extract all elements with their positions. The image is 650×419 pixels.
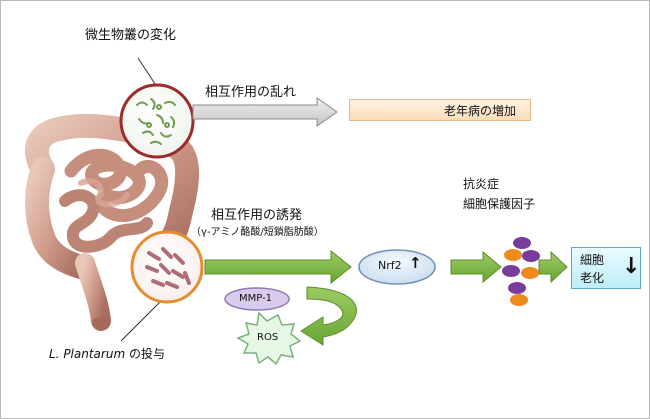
cell-aging-down-arrow-icon: ↓ — [622, 254, 641, 279]
aging-disease-box: 老年病の増加 — [349, 99, 531, 121]
species-name: L. Plantarum — [49, 347, 126, 361]
factors-to-aging-arrow — [538, 250, 568, 284]
nrf2-label: Nrf2 — [378, 259, 402, 272]
anti-inflammatory-label: 抗炎症 — [463, 177, 500, 191]
ros-starburst — [236, 311, 302, 366]
ros-label: ROS — [257, 332, 279, 343]
protective-factor-ovals — [502, 237, 540, 306]
interaction-disorder-label: 相互作用の乱れ — [205, 85, 297, 100]
interaction-metabolites-label: （γ-アミノ酪酸/短鎖脂肪酸） — [191, 227, 324, 238]
induction-arrow — [204, 249, 352, 285]
lactobacillus-circle — [130, 230, 204, 304]
cell-aging-line1: 細胞 — [580, 253, 605, 267]
nrf2-up-arrow-icon: ↑ — [409, 254, 422, 272]
cell-aging-line2: 老化 — [580, 271, 605, 285]
interaction-disorder-arrow — [192, 97, 338, 127]
mmp1-oval — [224, 287, 290, 311]
leader-line-bottom — [120, 300, 162, 342]
administration-suffix: の投与 — [125, 347, 165, 361]
interaction-induction-label: 相互作用の誘発 — [211, 208, 303, 223]
microbiota-circle — [119, 83, 195, 159]
mmp1-label: MMP-1 — [239, 293, 273, 304]
aging-disease-label: 老年病の増加 — [443, 103, 516, 118]
administration-label: L. Plantarum の投与 — [49, 345, 165, 362]
nrf2-oval — [358, 249, 436, 285]
cell-aging-box: 細胞 老化 ↓ — [571, 247, 641, 289]
nrf2-to-factors-arrow — [450, 250, 502, 284]
cell-protective-factors-label: 細胞保護因子 — [463, 197, 536, 211]
mmp1-to-ros-curved-arrow — [300, 286, 357, 346]
microbiota-change-label: 微生物叢の変化 — [85, 28, 177, 43]
